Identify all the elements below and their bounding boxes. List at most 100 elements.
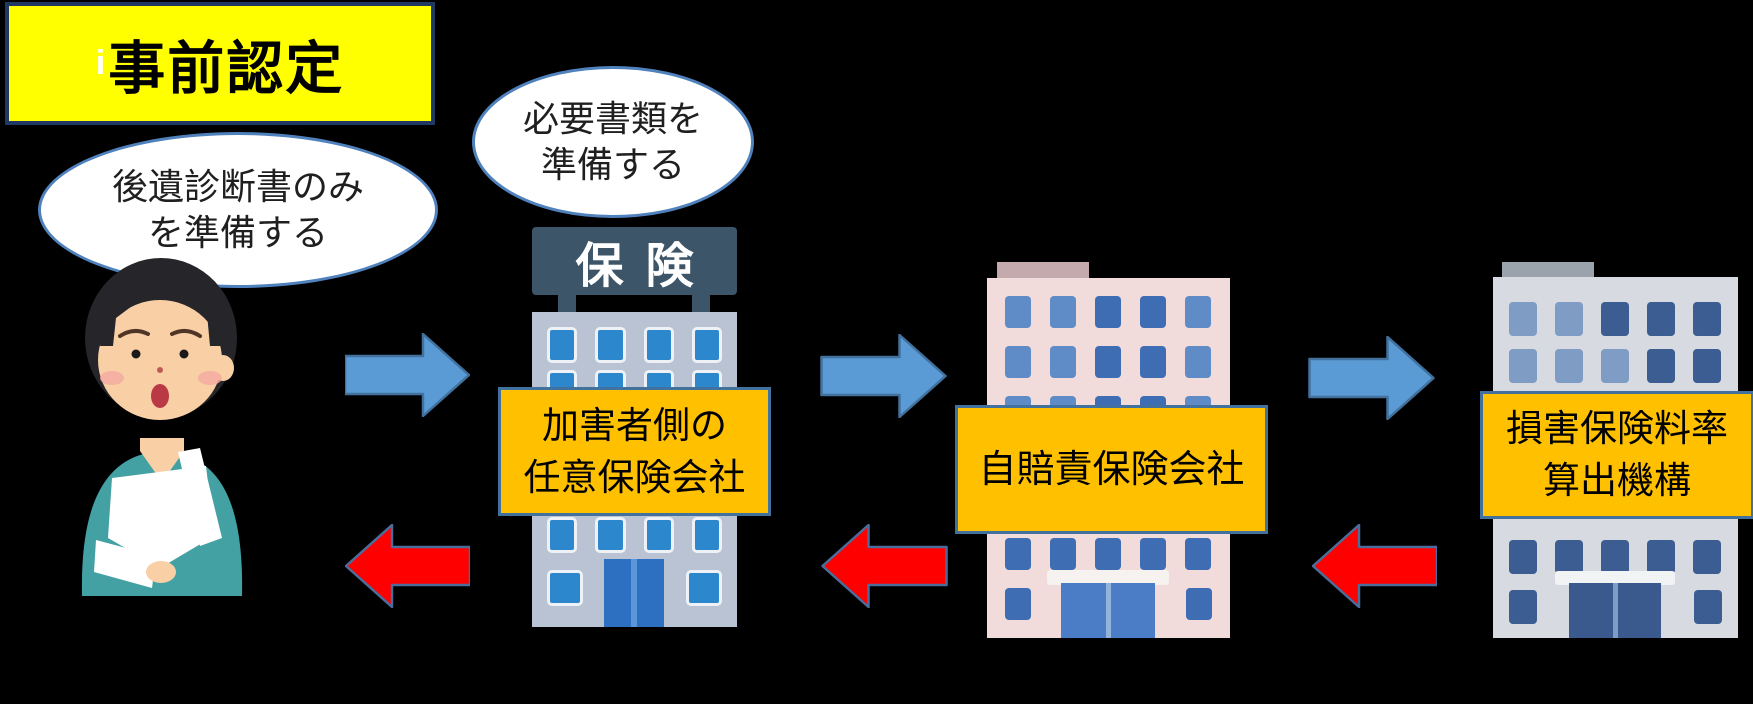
window	[1140, 346, 1166, 378]
rooftop	[1502, 262, 1594, 278]
sling-cuff	[94, 540, 156, 588]
forward-arrow-jibaiseki-to-rating-icon	[1308, 336, 1435, 420]
window	[643, 327, 674, 363]
window	[1185, 296, 1211, 328]
sign-post	[558, 293, 576, 315]
window	[686, 570, 722, 606]
label-line: 任意保険会社	[523, 456, 746, 498]
bubble-line: 後遺診断書のみ	[111, 166, 364, 207]
label-voluntary-insurer: 加害者側の 任意保険会社	[498, 387, 771, 516]
label-line: 算出機構	[1543, 460, 1691, 501]
window	[547, 570, 583, 606]
speech-bubble-injured-person: 後遺診断書のみ を準備する	[38, 132, 438, 288]
window	[1005, 588, 1031, 620]
entrance-door	[1569, 583, 1661, 638]
window	[1555, 302, 1583, 336]
window	[1509, 590, 1537, 624]
forward-arrow-person-to-insurer-icon	[345, 333, 470, 417]
window	[1005, 538, 1031, 570]
injured-person-illustration	[81, 258, 243, 596]
window	[1694, 590, 1722, 624]
window	[691, 517, 722, 553]
nose	[157, 367, 163, 373]
page-title: 事前認定	[108, 36, 345, 101]
hair-fringe	[100, 278, 224, 346]
mouth	[151, 384, 169, 408]
entrance-door	[604, 559, 664, 627]
window	[1050, 538, 1076, 570]
rooftop	[997, 262, 1089, 280]
window-row	[532, 570, 737, 606]
window	[1509, 349, 1537, 383]
window-row	[987, 346, 1230, 378]
bubble-line: を準備する	[147, 212, 328, 253]
return-arrow-rating-to-jibaiseki-icon	[1312, 524, 1437, 608]
bubble-line: 必要書類を	[522, 98, 703, 139]
window-row	[532, 327, 737, 363]
window	[1601, 540, 1629, 574]
window	[1005, 296, 1031, 328]
return-arrow-jibaiseki-to-insurer-icon	[821, 524, 948, 608]
title-box: i 事前認定	[5, 2, 435, 125]
window	[1693, 349, 1721, 383]
door-lintel	[1047, 570, 1169, 585]
cursor-artifact: i	[95, 44, 106, 82]
eye	[179, 349, 189, 359]
label-line: 損害保険料率	[1506, 408, 1728, 449]
window	[1095, 296, 1121, 328]
window	[1185, 346, 1211, 378]
speech-bubble-voluntary-insurer: 必要書類を 準備する	[472, 66, 754, 218]
window-row	[1493, 540, 1738, 574]
window	[595, 327, 626, 363]
window	[1095, 538, 1121, 570]
door-divider	[1106, 583, 1111, 638]
sling-cloth	[108, 466, 214, 568]
door-divider	[1613, 583, 1618, 638]
door-lintel	[1555, 571, 1675, 585]
window	[1140, 538, 1166, 570]
window-row	[987, 588, 1230, 620]
window	[1050, 296, 1076, 328]
window	[1693, 302, 1721, 336]
window	[1186, 588, 1212, 620]
window-row	[987, 538, 1230, 570]
building-rating-organization	[1493, 277, 1738, 638]
eye	[131, 349, 141, 359]
window	[1095, 346, 1121, 378]
window	[1555, 349, 1583, 383]
window	[547, 517, 578, 553]
label-line: 加害者側の	[542, 404, 727, 446]
window-row	[532, 517, 737, 553]
window	[1140, 296, 1166, 328]
entrance-door	[1061, 583, 1155, 638]
window	[1185, 538, 1211, 570]
window-row	[1493, 590, 1738, 624]
window	[1509, 302, 1537, 336]
door-divider	[631, 559, 637, 627]
label-jibaiseki-insurer: 自賠責保険会社	[955, 405, 1268, 534]
eyebrow	[170, 329, 202, 338]
window	[1050, 346, 1076, 378]
eyebrow	[118, 329, 150, 338]
insurance-sign: 保険	[532, 227, 737, 295]
window-row	[1493, 349, 1738, 383]
window	[1601, 349, 1629, 383]
window	[1555, 540, 1583, 574]
window	[1647, 302, 1675, 336]
return-arrow-insurer-to-person-icon	[345, 524, 470, 608]
window-row	[987, 296, 1230, 328]
sign-post	[692, 293, 710, 315]
label-rating-organization: 損害保険料率 算出機構	[1480, 391, 1753, 519]
neck	[140, 438, 184, 482]
window	[1601, 302, 1629, 336]
window	[1693, 540, 1721, 574]
insurance-sign-text: 保険	[575, 240, 716, 293]
window	[691, 327, 722, 363]
window	[1509, 540, 1537, 574]
window	[1647, 349, 1675, 383]
hand	[146, 561, 176, 583]
window-row	[1493, 302, 1738, 336]
window	[643, 517, 674, 553]
forward-arrow-insurer-to-jibaiseki-icon	[820, 334, 947, 418]
